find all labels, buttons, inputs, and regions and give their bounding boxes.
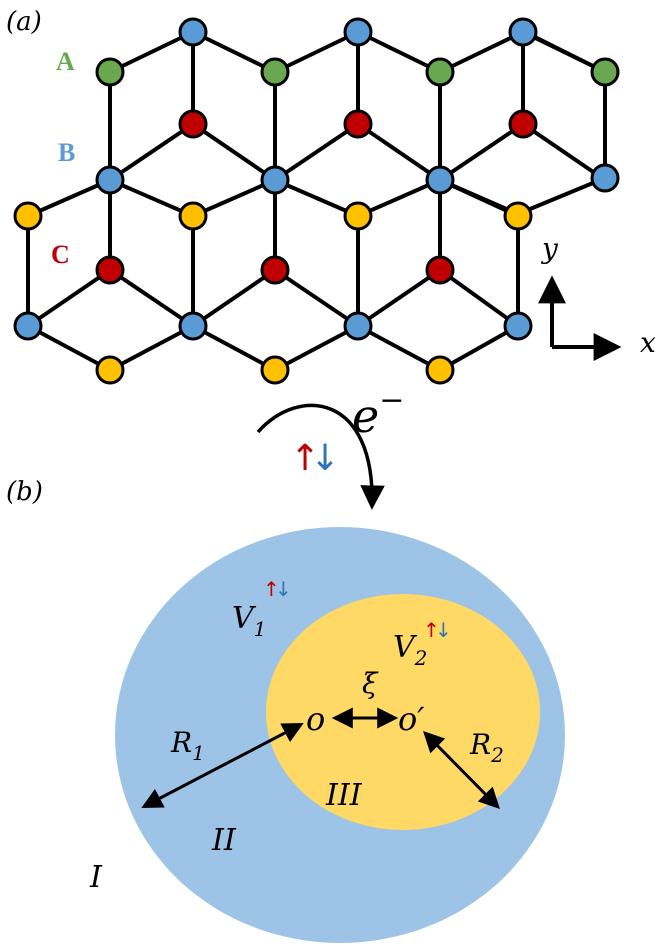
- lattice-bond: [273, 30, 360, 74]
- electron-incidence: e− ↑ ↓: [256, 383, 404, 510]
- lattice-site: [508, 17, 538, 47]
- lattice-site: [503, 201, 533, 231]
- lattice-bond: [191, 178, 277, 218]
- lattice-bond: [26, 324, 112, 372]
- lattice-bond: [521, 122, 607, 182]
- radius-r2: R2: [469, 728, 504, 767]
- coordinate-axes: x y: [538, 232, 656, 361]
- lattice-bond: [438, 122, 525, 182]
- lattice-bond: [191, 268, 277, 328]
- lattice-site: [425, 165, 455, 195]
- lattice-bond: [438, 324, 520, 372]
- lattice-sites: [13, 17, 620, 385]
- potential-v2-spin-down: ↓: [435, 618, 452, 642]
- lattice-site: [178, 109, 208, 139]
- panel-b: (b) V1 ↑ ↓ V2 ↑ ↓ ξ o o′ R1 R2 I II III: [6, 477, 565, 943]
- lattice-site: [260, 355, 290, 385]
- lattice-bond: [438, 268, 520, 328]
- lattice-bond: [356, 268, 442, 328]
- panel-b-label: (b): [6, 477, 43, 507]
- lattice-site: [13, 311, 43, 341]
- lattice-bond: [108, 122, 195, 182]
- lattice-bond: [273, 122, 360, 182]
- lattice-site: [503, 311, 533, 341]
- lattice-bond: [356, 178, 442, 218]
- lattice-bond: [438, 30, 525, 74]
- lattice-bond: [523, 30, 607, 74]
- lattice-site: [590, 163, 620, 193]
- lattice-bond: [273, 324, 360, 372]
- offset-xi: ξ: [362, 667, 379, 700]
- lattice-site: [95, 57, 125, 87]
- lattice-site: [508, 109, 538, 139]
- sublattice-label-a: A: [56, 47, 75, 76]
- panel-a-label: (a): [6, 7, 42, 37]
- lattice-bond: [356, 324, 442, 372]
- lattice-site: [95, 355, 125, 385]
- radius-r1-arrow: [141, 723, 304, 808]
- lattice-bond: [108, 178, 195, 218]
- lattice-site: [343, 109, 373, 139]
- electron-path-arrow: [256, 403, 385, 510]
- lattice-bond: [108, 324, 195, 372]
- lattice-bonds: [26, 30, 607, 372]
- lattice-bond: [191, 30, 277, 74]
- lattice-site: [178, 311, 208, 341]
- lattice-bond: [356, 30, 442, 74]
- lattice-bond: [191, 324, 277, 372]
- lattice-site: [95, 165, 125, 195]
- lattice-bond: [356, 122, 442, 182]
- region-iii: III: [325, 778, 363, 813]
- lattice-bond: [273, 178, 360, 218]
- panel-a: (a) A B C x y: [6, 7, 656, 385]
- lattice-site: [425, 355, 455, 385]
- lattice-site: [343, 17, 373, 47]
- region-i: I: [89, 860, 103, 895]
- x-axis-label: x: [640, 326, 656, 359]
- lattice-site: [343, 201, 373, 231]
- electron-label: e−: [352, 383, 404, 443]
- origin-o: o: [306, 700, 325, 738]
- lattice-site: [260, 165, 290, 195]
- potential-v1-spin-down: ↓: [275, 577, 292, 601]
- lattice-site: [178, 17, 208, 47]
- origin-o-prime: o′: [398, 700, 425, 738]
- lattice-bond: [108, 268, 195, 328]
- radius-r1: R1: [170, 726, 205, 765]
- lattice-site: [425, 57, 455, 87]
- lattice-site: [13, 201, 43, 231]
- y-axis-label: y: [540, 232, 559, 265]
- lattice-site: [590, 57, 620, 87]
- lattice-site: [178, 201, 208, 231]
- sublattice-label-c: C: [51, 240, 70, 269]
- potential-v2: V2: [393, 630, 427, 670]
- lattice-bond: [26, 178, 112, 218]
- lattice-site: [260, 57, 290, 87]
- lattice-bond: [516, 176, 607, 216]
- spin-down-symbol: ↓: [310, 438, 340, 479]
- lattice-site: [425, 255, 455, 285]
- potential-v2-spin-up: ↑: [423, 618, 440, 642]
- region-ii: II: [211, 823, 237, 858]
- potential-v1: V1: [232, 601, 266, 641]
- lattice-site: [260, 255, 290, 285]
- potential-v1-spin-up: ↑: [263, 577, 280, 601]
- spin-up-symbol: ↑: [290, 438, 320, 479]
- lattice-bond: [108, 30, 195, 74]
- lattice-bond: [273, 268, 360, 328]
- lattice-site: [343, 311, 373, 341]
- radius-r2-arrow: [423, 731, 500, 809]
- lattice-bond: [191, 122, 277, 182]
- lattice-site: [95, 255, 125, 285]
- lattice-bond: [26, 268, 112, 328]
- sublattice-label-b: B: [58, 138, 75, 167]
